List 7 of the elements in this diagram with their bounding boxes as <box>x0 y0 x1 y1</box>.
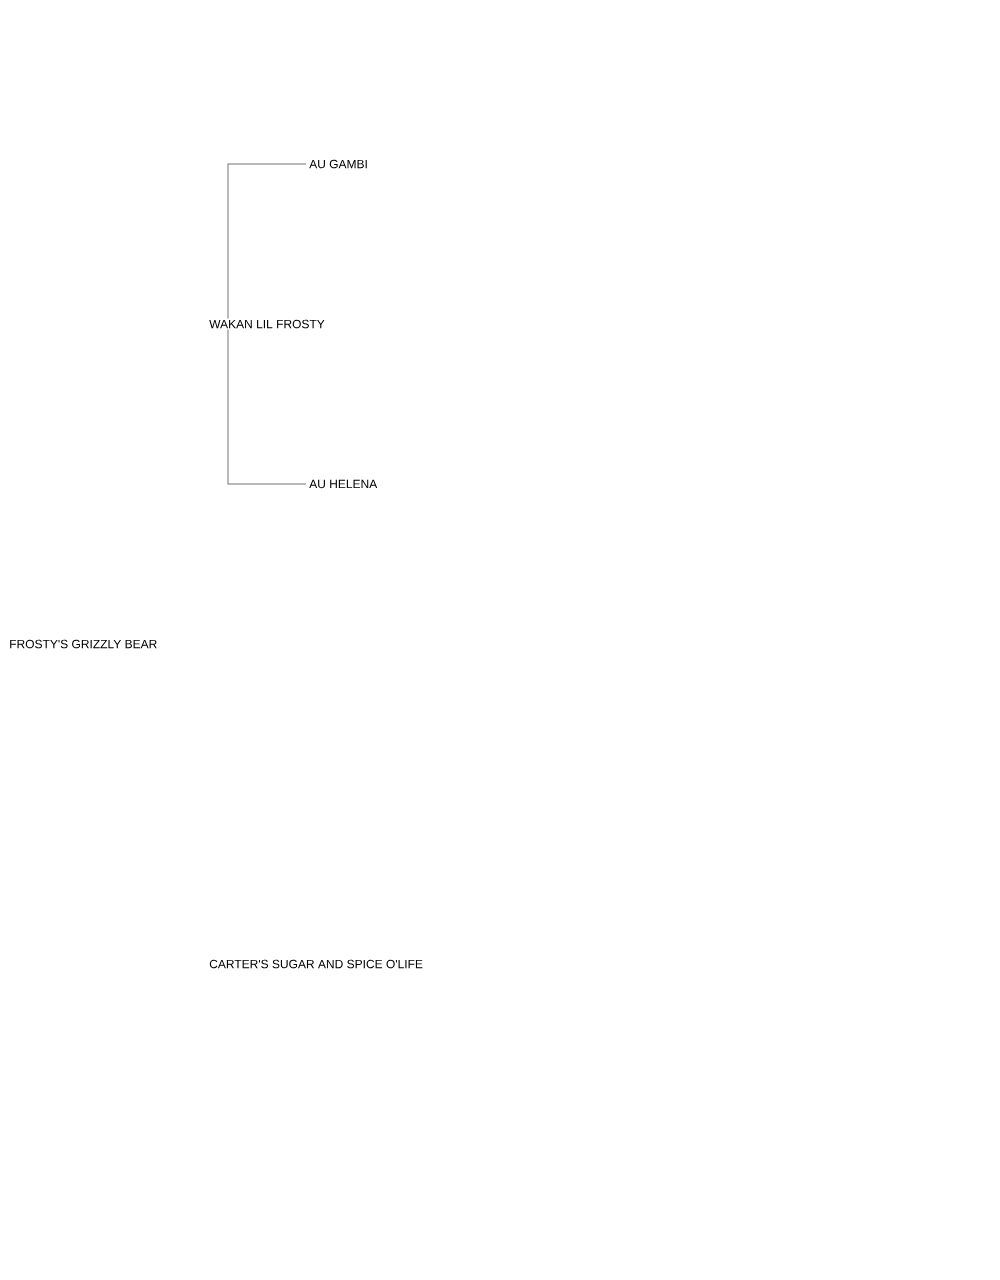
pedigree-name: FROSTY'S GRIZZLY BEAR <box>10 639 157 649</box>
pedigree-name: CARTER'S SUGAR AND SPICE O'LIFE <box>209 959 423 969</box>
pedigree-name: WAKAN LIL FROSTY <box>209 319 325 329</box>
pedigree-name: AU HELENA <box>309 479 378 489</box>
connector-line <box>227 163 307 320</box>
pedigree-name: AU GAMBI <box>309 159 367 169</box>
connector-line <box>227 328 307 485</box>
